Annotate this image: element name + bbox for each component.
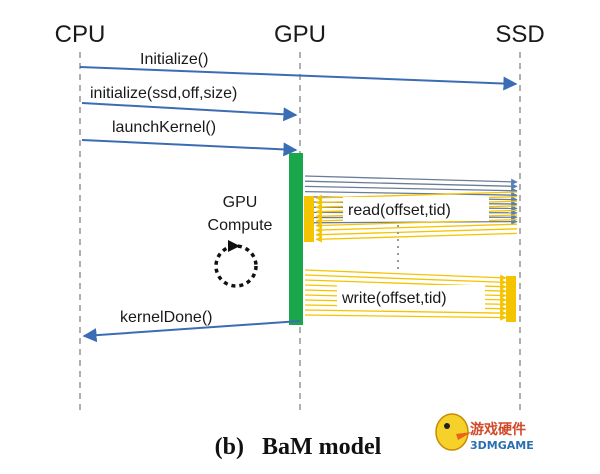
read-label-bg — [343, 197, 489, 221]
initialize-gpu-label: initialize(ssd,off,size) — [90, 85, 237, 102]
watermark-logo: 游戏硬件 3DMGAME — [435, 413, 534, 452]
cpu-lane-title: CPU — [55, 21, 106, 48]
launch-kernel-label: launchKernel() — [112, 119, 216, 136]
write-label: write(offset,tid) — [341, 290, 447, 307]
watermark-sub: 3DMGAME — [470, 439, 534, 452]
compute-loop-icon — [214, 240, 258, 288]
initialize-ssd-arrow — [79, 66, 518, 91]
gpu-compute-label-line1: GPU — [223, 194, 258, 211]
read-completion-bar — [304, 196, 314, 242]
initialize-gpu-arrow — [81, 102, 298, 122]
ssd-lane-title: SSD — [495, 21, 544, 48]
write-label-bg — [337, 285, 485, 309]
gpu-kernel-bar — [289, 153, 303, 325]
write-request-arrow — [304, 314, 507, 321]
read-completion-arrow — [315, 223, 518, 234]
write-request-arrow — [304, 309, 507, 317]
read-request-arrow — [304, 185, 518, 194]
initialize-ssd-label: Initialize() — [140, 51, 208, 68]
read-completion-arrow — [315, 232, 518, 243]
watermark-text: 游戏硬件 — [470, 421, 526, 438]
kernel-done-arrow — [82, 320, 301, 343]
gpu-lane-title: GPU — [274, 21, 326, 48]
kernel-done-label: kernelDone() — [120, 309, 212, 326]
read-request-arrow — [304, 175, 518, 186]
read-request-arrow — [304, 180, 518, 190]
write-request-arrow — [304, 274, 507, 286]
read-request-arrow — [304, 190, 518, 199]
write-completion-bar — [506, 276, 516, 322]
figure-caption: (b) BaM model — [215, 434, 382, 460]
read-label: read(offset,tid) — [348, 202, 451, 219]
gpu-compute-label-line2: Compute — [208, 217, 273, 234]
read-completion-arrow — [315, 228, 518, 238]
launch-kernel-arrow — [81, 139, 298, 157]
write-request-arrow — [304, 269, 507, 282]
